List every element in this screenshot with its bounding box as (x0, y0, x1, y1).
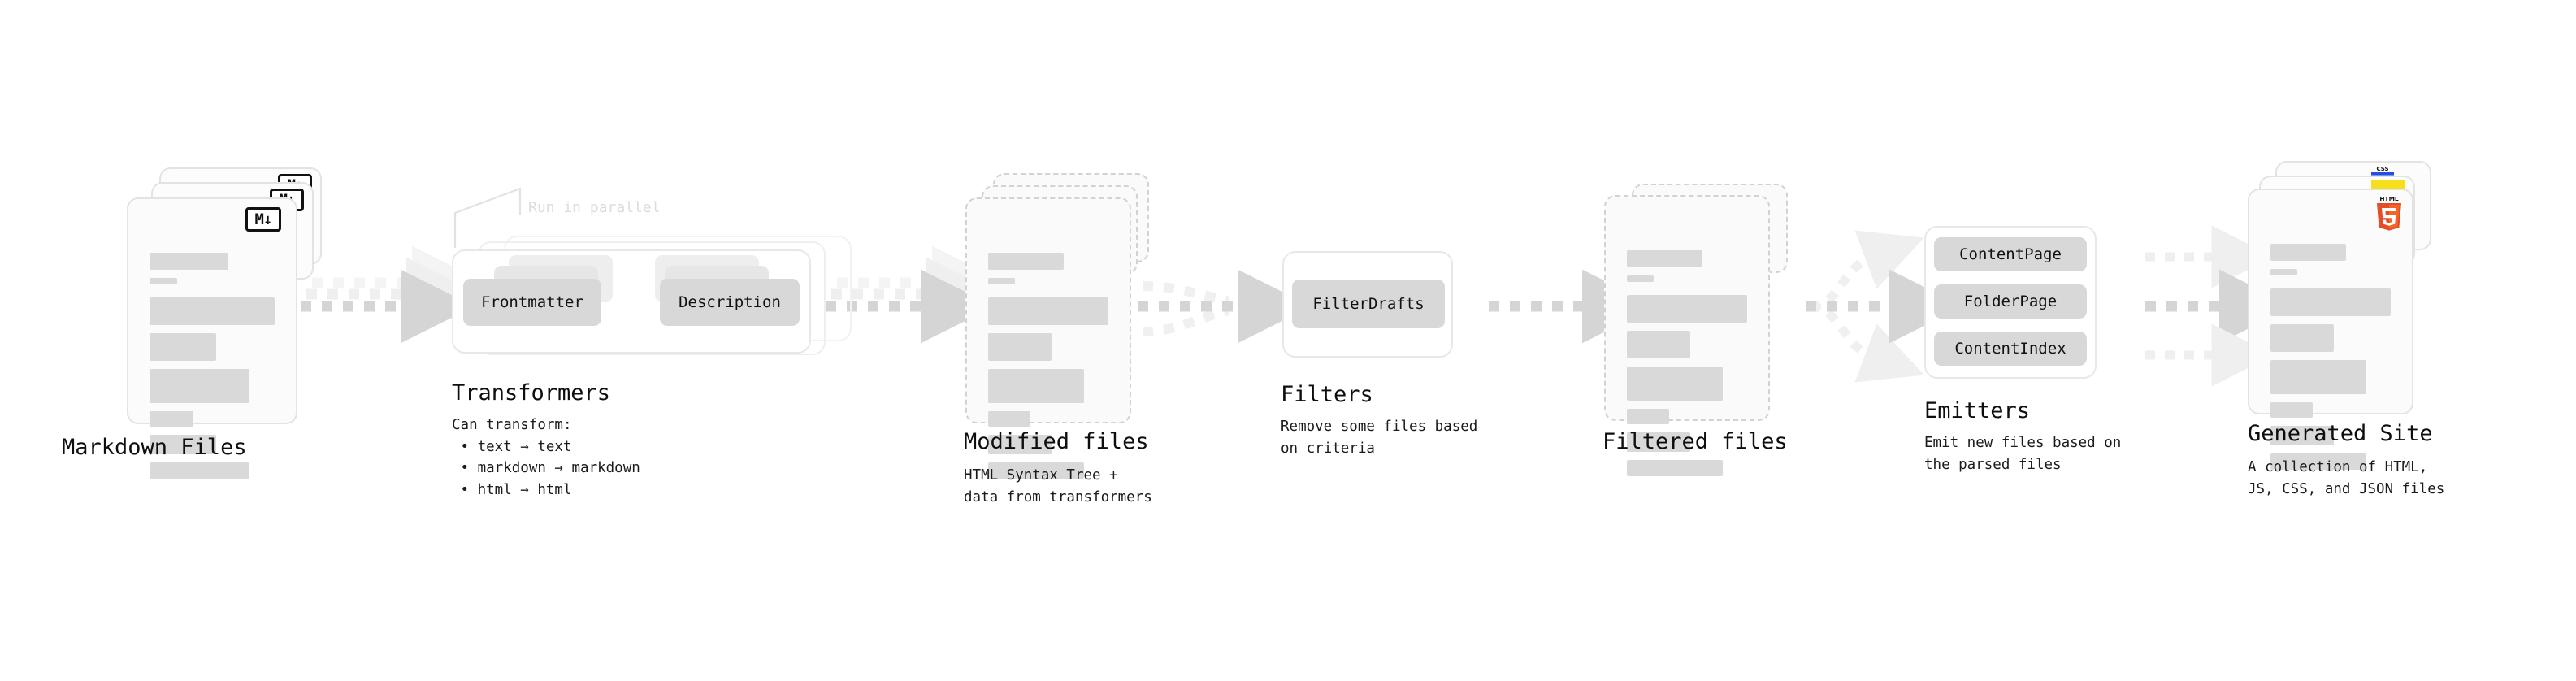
placeholder-row (150, 278, 177, 284)
stage-label-transformers: Transformers (452, 380, 611, 406)
stage-desc-generated-site: A collection of HTML, JS, CSS, and JSON … (2248, 459, 2445, 497)
placeholder-row (150, 462, 250, 479)
placeholder-row (1627, 295, 1747, 323)
site-card-front (2248, 189, 2413, 470)
placeholder-row (2270, 453, 2367, 470)
placeholder-row (150, 411, 193, 427)
placeholder-row (988, 253, 1065, 270)
stage-desc-emitters: Emit new files based on the parsed files (1924, 435, 2122, 473)
arrow-emitters-to-site (2145, 225, 2293, 387)
placeholder-row (2270, 324, 2335, 352)
arrow-markdown-to-transformers (301, 245, 486, 344)
placeholder-row (2270, 269, 2297, 275)
placeholder-row (988, 369, 1085, 403)
placeholder-row (988, 435, 1052, 454)
transformer-pill-description[interactable]: Description (660, 279, 800, 326)
arrow-filtered-to-emitters (1806, 230, 1963, 383)
site-card-rows (2270, 244, 2391, 478)
placeholder-row (150, 253, 229, 270)
modified-card-rows (988, 253, 1108, 487)
placeholder-row (150, 435, 216, 454)
placeholder-row (988, 297, 1108, 325)
stage-desc-transformers: Can transform: • text → text • markdown … (452, 417, 640, 498)
markdown-card-front (127, 197, 297, 479)
placeholder-row (2270, 426, 2335, 445)
placeholder-row (2270, 244, 2347, 261)
stage-label-filtered-files: Filtered files (1602, 429, 1788, 454)
markdown-icon: M↓ (245, 207, 281, 232)
placeholder-row (1627, 432, 1691, 452)
filter-pill-filterdrafts[interactable]: FilterDrafts (1292, 280, 1445, 328)
transformer-pill-frontmatter[interactable]: Frontmatter (463, 279, 601, 326)
stage-label-modified-files: Modified files (964, 429, 1149, 454)
filtered-card-front (1604, 195, 1770, 476)
emitter-pill-contentpage[interactable]: ContentPage (1934, 237, 2087, 271)
placeholder-row (150, 333, 216, 361)
placeholder-row (988, 411, 1030, 427)
placeholder-row (150, 297, 275, 325)
stage-label-markdown-files: Markdown Files (62, 435, 247, 460)
stage-label-filters: Filters (1281, 382, 1373, 407)
placeholder-row (1627, 331, 1691, 358)
html5-icon: HTML (2373, 193, 2405, 231)
placeholder-row (1627, 409, 1669, 424)
stage-desc-modified-files: HTML Syntax Tree + data from transformer… (964, 467, 1152, 505)
placeholder-row (1627, 250, 1703, 267)
filtered-card-rows (1627, 250, 1747, 484)
placeholder-row (988, 333, 1052, 361)
placeholder-row (2270, 402, 2313, 418)
placeholder-row (1627, 367, 1724, 401)
run-in-parallel-label: Run in parallel (528, 199, 661, 216)
placeholder-row (1627, 275, 1654, 282)
svg-text:CSS: CSS (2376, 166, 2388, 172)
modified-card-front (965, 197, 1131, 479)
arrow-modified-to-filters (1138, 269, 1312, 344)
placeholder-row (2270, 360, 2367, 394)
placeholder-row (2270, 288, 2391, 316)
placeholder-row (988, 462, 1085, 479)
stage-label-emitters: Emitters (1924, 398, 2031, 423)
placeholder-row (150, 369, 250, 403)
html5-wordmark: HTML (2379, 195, 2399, 202)
markdown-card-rows (150, 253, 275, 487)
stage-desc-filters: Remove some files based on criteria (1281, 419, 1478, 457)
stage-label-generated-site: Generated Site (2248, 421, 2433, 446)
emitter-pill-folderpage[interactable]: FolderPage (1934, 284, 2087, 319)
placeholder-row (988, 278, 1015, 284)
placeholder-row (1627, 460, 1724, 476)
emitter-pill-contentindex[interactable]: ContentIndex (1934, 332, 2087, 366)
css-icon: CSS (2368, 164, 2397, 177)
